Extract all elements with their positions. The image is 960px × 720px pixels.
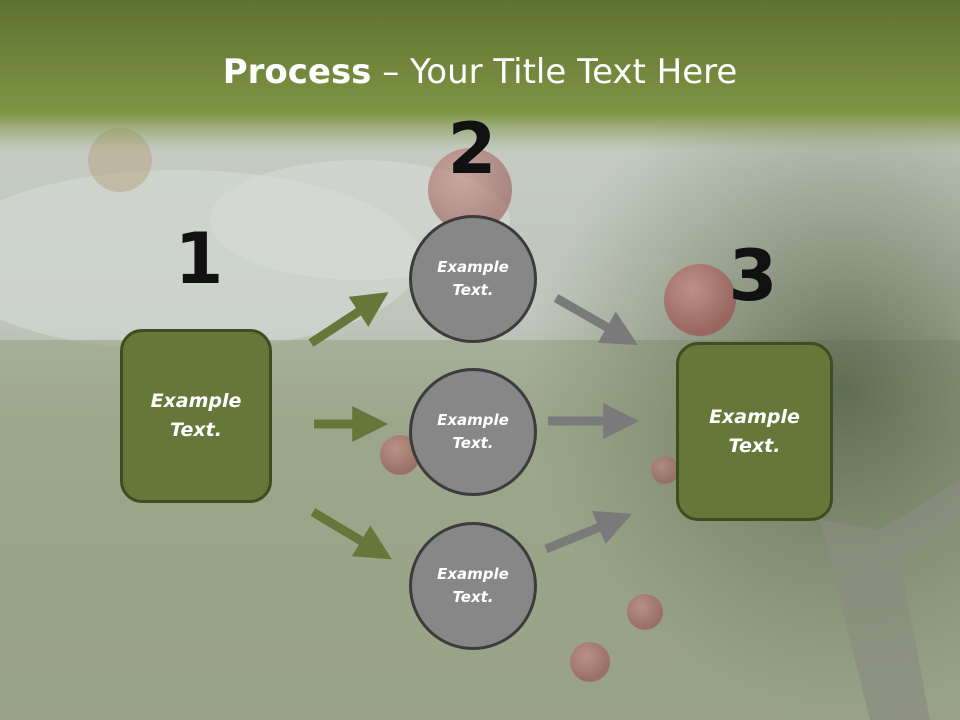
right-step-text: Example Text.: [709, 405, 800, 457]
circle-middle: Example Text.: [409, 368, 537, 496]
circle-bottom: Example Text.: [409, 522, 537, 650]
title-rest: – Your Title Text Here: [371, 52, 738, 92]
title-bold: Process: [222, 52, 372, 92]
left-step-text: Example Text.: [150, 390, 242, 441]
right-step-box: Example Text.: [676, 342, 833, 521]
arrow-right-down: [553, 294, 639, 346]
step-number-1: 1: [174, 218, 224, 300]
step-number-2: 2: [447, 108, 497, 190]
arrow-left-up: [308, 292, 389, 347]
circle-top: Example Text.: [409, 215, 537, 343]
step-number-3: 3: [728, 235, 778, 317]
left-step-box: Example Text.: [120, 329, 272, 503]
circle-top-text: Example Text.: [437, 258, 509, 299]
circle-middle-text: Example Text.: [437, 411, 509, 452]
circle-bottom-text: Example Text.: [437, 565, 509, 606]
arrow-left-down: [310, 508, 392, 560]
arrow-right-up: [544, 510, 632, 554]
slide-title: Process – Your Title Text Here: [0, 52, 960, 92]
